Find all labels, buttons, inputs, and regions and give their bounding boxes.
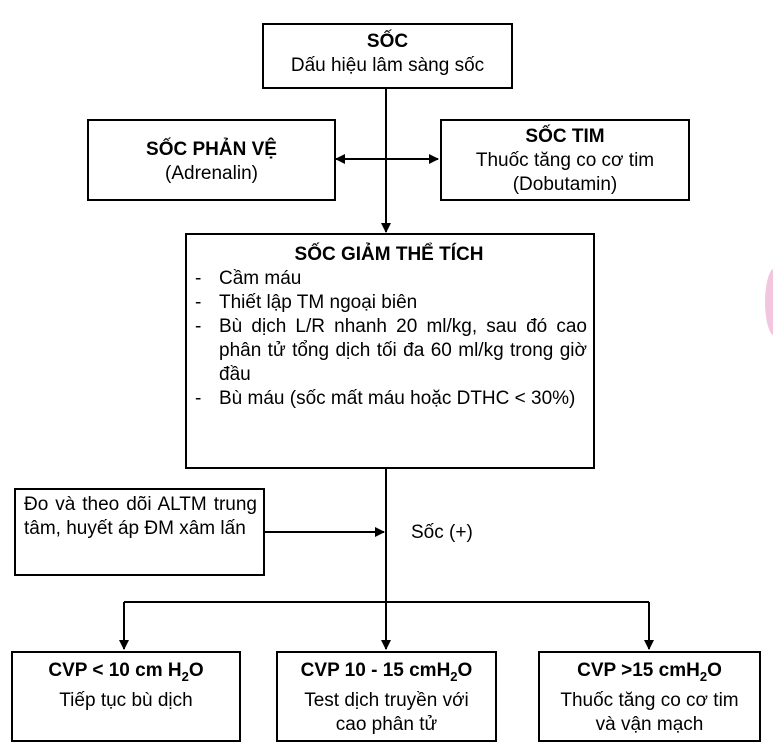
monitor-text: Đo và theo dõi ALTM trung tâm, huyết áp … bbox=[24, 494, 257, 539]
cardiogenic-line2: (Dobutamin) bbox=[512, 174, 618, 195]
hypovolemic-title: SỐC GIẢM THỂ TÍCH bbox=[294, 244, 484, 265]
cvp-mid-title: CVP 10 - 15 cmH2O bbox=[300, 660, 473, 684]
cvp-mid-box: CVP 10 - 15 cmH2O Test dịch truyền với c… bbox=[276, 651, 497, 742]
cardiogenic-line1: Thuốc tăng co cơ tim bbox=[475, 150, 655, 171]
cvp-high-title: CVP >15 cmH2O bbox=[577, 660, 722, 684]
anaphylactic-box: SỐC PHẢN VỆ (Adrenalin) bbox=[87, 119, 336, 201]
cvp-low-action: Tiếp tục bù dịch bbox=[59, 689, 193, 711]
anaphylactic-subtitle: (Adrenalin) bbox=[165, 163, 258, 184]
cardiogenic-box: SỐC TIM Thuốc tăng co cơ tim (Dobutamin) bbox=[440, 119, 690, 201]
monitor-box: Đo và theo dõi ALTM trung tâm, huyết áp … bbox=[14, 488, 265, 576]
anaphylactic-title: SỐC PHẢN VỆ bbox=[146, 139, 277, 160]
list-item: Cầm máu bbox=[191, 267, 587, 291]
shock-title: SỐC bbox=[366, 31, 409, 52]
cardiogenic-title: SỐC TIM bbox=[525, 126, 605, 147]
cvp-high-box: CVP >15 cmH2O Thuốc tăng co cơ tim và vậ… bbox=[538, 651, 761, 742]
list-item: Thiết lập TM ngoại biên bbox=[191, 291, 587, 315]
shock-subtitle: Dấu hiệu lâm sàng sốc bbox=[290, 55, 485, 76]
cvp-high-action: Thuốc tăng co cơ tim và vận mạch bbox=[560, 689, 739, 735]
shock-box: SỐC Dấu hiệu lâm sàng sốc bbox=[262, 23, 513, 89]
cvp-mid-action: Test dịch truyền với cao phân tử bbox=[304, 689, 469, 735]
shock-positive-label: Sốc (+) bbox=[411, 522, 473, 543]
hypovolemic-list: Cầm máu Thiết lập TM ngoại biên Bù dịch … bbox=[191, 267, 587, 411]
list-item: Bù dịch L/R nhanh 20 ml/kg, sau đó cao p… bbox=[191, 315, 587, 387]
hypovolemic-box: SỐC GIẢM THỂ TÍCH Cầm máu Thiết lập TM n… bbox=[185, 233, 595, 469]
edge-decoration bbox=[765, 268, 773, 336]
cvp-low-box: CVP < 10 cm H2O Tiếp tục bù dịch bbox=[11, 651, 241, 742]
list-item: Bù máu (sốc mất máu hoặc DTHC < 30%) bbox=[191, 387, 587, 411]
cvp-low-title: CVP < 10 cm H2O bbox=[48, 660, 204, 684]
